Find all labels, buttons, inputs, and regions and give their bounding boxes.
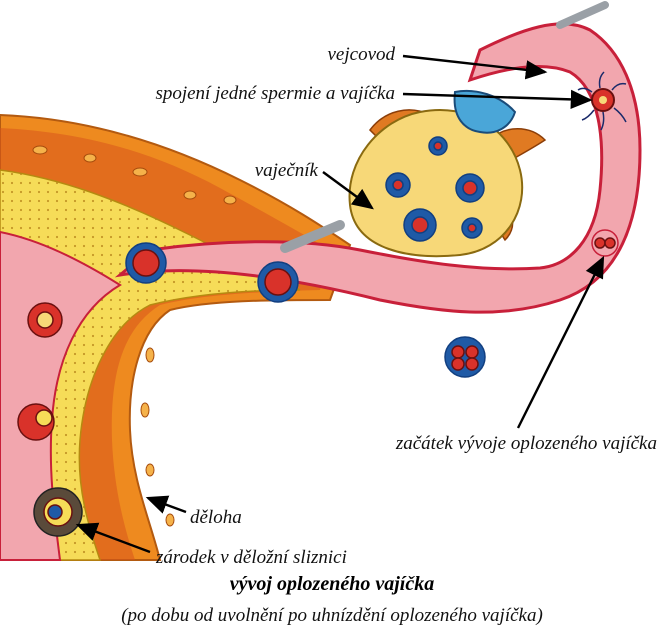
label-deloha: děloha [190, 507, 242, 528]
label-vajecnik: vaječník [255, 160, 319, 181]
ovary [350, 91, 523, 256]
caption-title: vývoj oplozeného vajíčka [230, 573, 434, 595]
caption-subtitle: (po dobu od uvolnění po uhnízdění oploze… [121, 605, 543, 626]
label-spojeni: spojení jedné spermie a vajíčka [155, 83, 395, 104]
label-zacatek: začátek vývoje oplozeného vajíčka [395, 433, 657, 454]
label-vejcovod: vejcovod [327, 44, 395, 65]
label-zarodek: zárodek v děložní sliznici [155, 547, 347, 568]
